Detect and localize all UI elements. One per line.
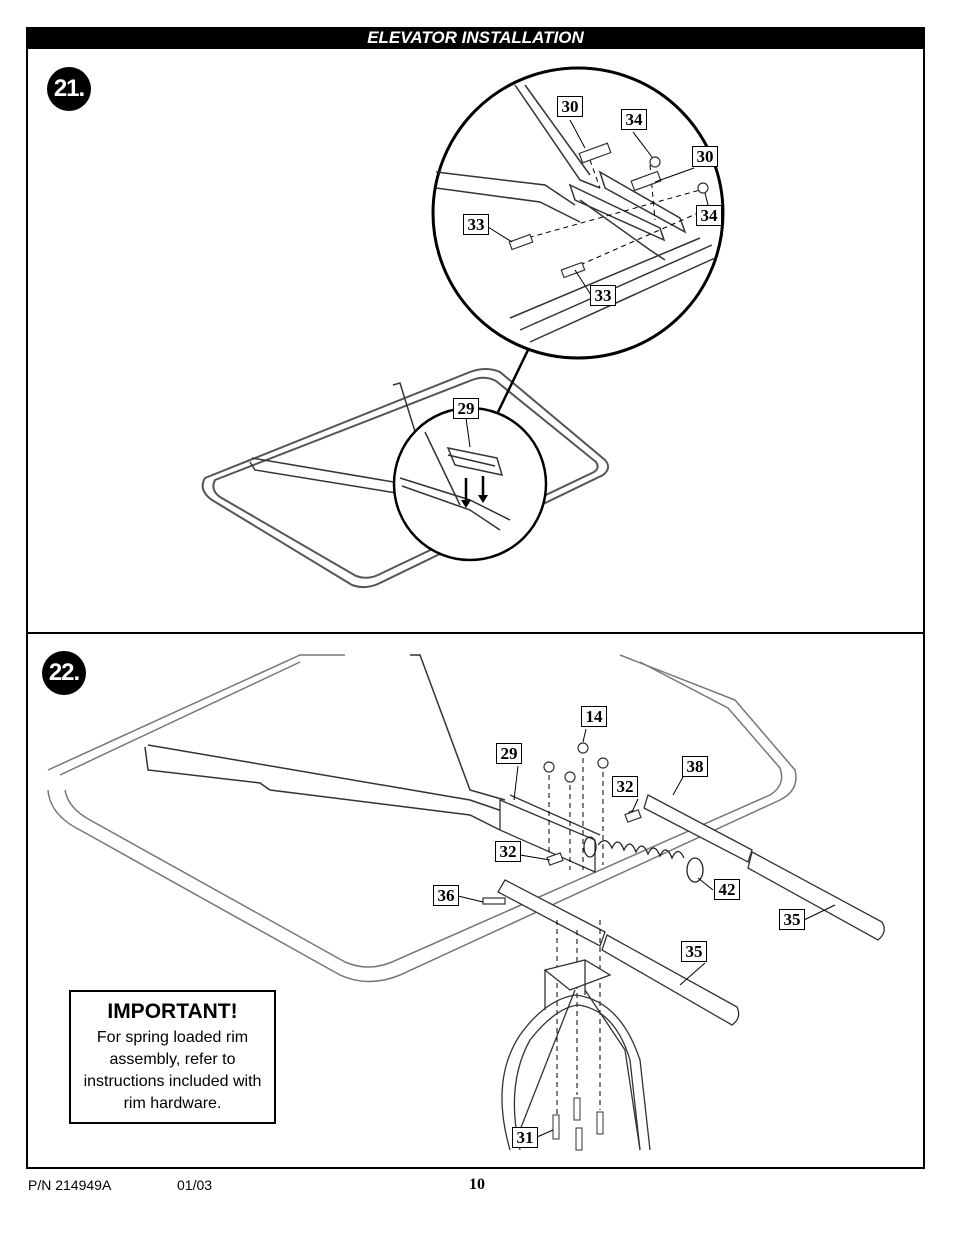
- callout-32-left: 32: [495, 841, 521, 862]
- callout-34-top: 34: [621, 109, 647, 130]
- important-heading: IMPORTANT!: [107, 1000, 238, 1023]
- detail-circle-large: [431, 66, 725, 360]
- step-21-badge: 21.: [47, 67, 91, 111]
- callout-34-right: 34: [696, 205, 722, 226]
- backboard-frame-22: [47, 654, 797, 983]
- part-number: P/N 214949A: [28, 1177, 112, 1193]
- step-22-badge: 22.: [42, 651, 86, 695]
- important-notice: IMPORTANT! For spring loaded rim assembl…: [69, 990, 276, 1124]
- revision-date: 01/03: [177, 1177, 213, 1193]
- page-number: 10: [469, 1176, 485, 1193]
- rim-bracket: [501, 959, 651, 1151]
- callout-33-bottom: 33: [590, 285, 616, 306]
- callout-33-left: 33: [463, 214, 489, 235]
- frame-strut-22: [144, 654, 506, 831]
- important-line-4: rim hardware.: [123, 1095, 222, 1112]
- detail-leader-line: [496, 349, 530, 413]
- callout-32-right: 32: [612, 776, 638, 797]
- callout-36: 36: [433, 885, 459, 906]
- important-line-3: instructions included with: [83, 1073, 262, 1090]
- important-body: For spring loaded rim assembly, refer to…: [71, 1027, 274, 1115]
- callout-29: 29: [496, 743, 522, 764]
- callout-35-right: 35: [779, 909, 805, 930]
- callout-29-small: 29: [453, 398, 479, 419]
- callout-38: 38: [682, 756, 708, 777]
- spring-42: [583, 836, 704, 883]
- important-line-1: For spring loaded rim: [96, 1029, 249, 1046]
- callout-35-bottom: 35: [681, 941, 707, 962]
- step-divider: [26, 632, 925, 634]
- callout-14: 14: [581, 706, 607, 727]
- callout-31: 31: [512, 1127, 538, 1148]
- callout-30-right: 30: [692, 146, 718, 167]
- important-line-2: assembly, refer to: [109, 1051, 236, 1068]
- backboard-frame-21: [201, 368, 609, 589]
- callout-42: 42: [714, 879, 740, 900]
- callout-30-top: 30: [557, 96, 583, 117]
- section-title: ELEVATOR INSTALLATION: [26, 27, 925, 49]
